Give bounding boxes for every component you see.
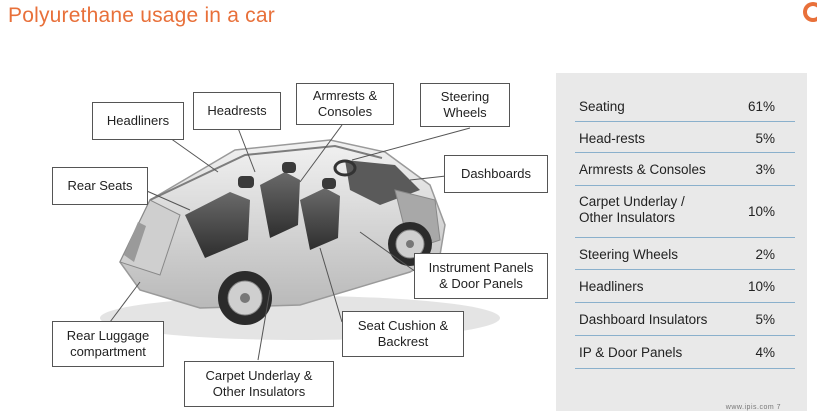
rear-seat bbox=[185, 192, 250, 258]
row-label: IP & Door Panels bbox=[579, 345, 683, 360]
row-label: Carpet Underlay / Other Insulators bbox=[579, 194, 685, 225]
car-cutaway-illustration bbox=[100, 124, 500, 361]
row-value: 10% bbox=[747, 279, 775, 294]
table-row: Dashboard Insulators 5% bbox=[575, 303, 795, 336]
callout-rear-luggage: Rear Luggage compartment bbox=[52, 321, 164, 367]
callout-rear-seats: Rear Seats bbox=[52, 167, 148, 205]
table-row: Carpet Underlay / Other Insulators 10% bbox=[575, 186, 795, 238]
callout-steering-wheels: Steering Wheels bbox=[420, 83, 510, 127]
callout-armrests: Armrests & Consoles bbox=[296, 83, 394, 125]
footer-url: www.ipis.com 7 bbox=[725, 404, 781, 411]
row-value: 4% bbox=[755, 345, 775, 360]
row-value: 5% bbox=[755, 131, 775, 146]
row-label: Head-rests bbox=[579, 131, 646, 146]
row-value: 10% bbox=[747, 204, 775, 219]
callout-dashboards: Dashboards bbox=[444, 155, 548, 193]
callout-headrests: Headrests bbox=[193, 92, 281, 130]
row-value: 61% bbox=[747, 99, 775, 114]
callout-seat-cushion: Seat Cushion & Backrest bbox=[342, 311, 464, 357]
front-seat-right bbox=[300, 188, 340, 250]
table-row: Armrests & Consoles 3% bbox=[575, 153, 795, 186]
callout-carpet-underlay: Carpet Underlay & Other Insulators bbox=[184, 361, 334, 407]
brand-logo-icon bbox=[803, 2, 817, 22]
usage-table-panel: Seating 61% Head-rests 5% Armrests & Con… bbox=[556, 73, 807, 411]
row-value: 2% bbox=[755, 247, 775, 262]
table-row: Seating 61% bbox=[575, 93, 795, 122]
callout-instrument-panels: Instrument Panels & Door Panels bbox=[414, 253, 548, 299]
table-row: IP & Door Panels 4% bbox=[575, 336, 795, 369]
table-row: Head-rests 5% bbox=[575, 122, 795, 153]
row-label: Headliners bbox=[579, 279, 644, 294]
front-seat-left bbox=[260, 172, 300, 238]
page-title: Polyurethane usage in a car bbox=[8, 4, 275, 27]
table-row: Headliners 10% bbox=[575, 270, 795, 303]
callout-headliners: Headliners bbox=[92, 102, 184, 140]
row-value: 5% bbox=[755, 312, 775, 327]
row-label: Dashboard Insulators bbox=[579, 312, 708, 327]
table-row: Steering Wheels 2% bbox=[575, 238, 795, 270]
row-label: Seating bbox=[579, 99, 625, 114]
row-label: Armrests & Consoles bbox=[579, 162, 706, 177]
row-value: 3% bbox=[755, 162, 775, 177]
row-label: Steering Wheels bbox=[579, 247, 679, 262]
